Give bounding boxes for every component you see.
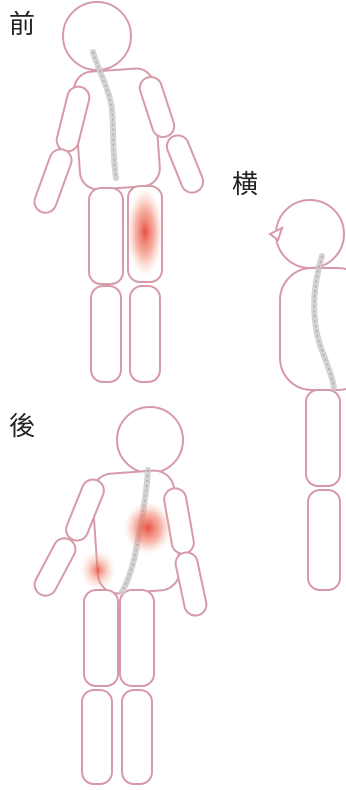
side-thigh xyxy=(306,390,340,486)
back-right-forearm xyxy=(174,550,209,617)
front-right-forearm xyxy=(164,132,207,196)
side-figure xyxy=(270,200,346,590)
front-right-shin xyxy=(130,286,160,382)
back-figure xyxy=(31,407,209,784)
side-shin xyxy=(308,490,340,590)
back-left-forearm xyxy=(31,534,80,599)
pain-area-back-upper-right xyxy=(124,502,172,554)
pain-area-back-left-hip xyxy=(80,550,116,590)
side-head xyxy=(276,200,344,268)
front-left-shin xyxy=(91,286,121,382)
front-left-thigh xyxy=(89,188,123,284)
back-left-thigh xyxy=(84,590,118,686)
pain-area-front-right-thigh xyxy=(127,188,163,276)
back-right-shin xyxy=(122,690,152,784)
front-figure xyxy=(31,2,206,382)
front-left-forearm xyxy=(31,146,74,216)
back-right-thigh xyxy=(120,590,154,686)
back-left-shin xyxy=(82,690,112,784)
back-head xyxy=(117,407,183,473)
